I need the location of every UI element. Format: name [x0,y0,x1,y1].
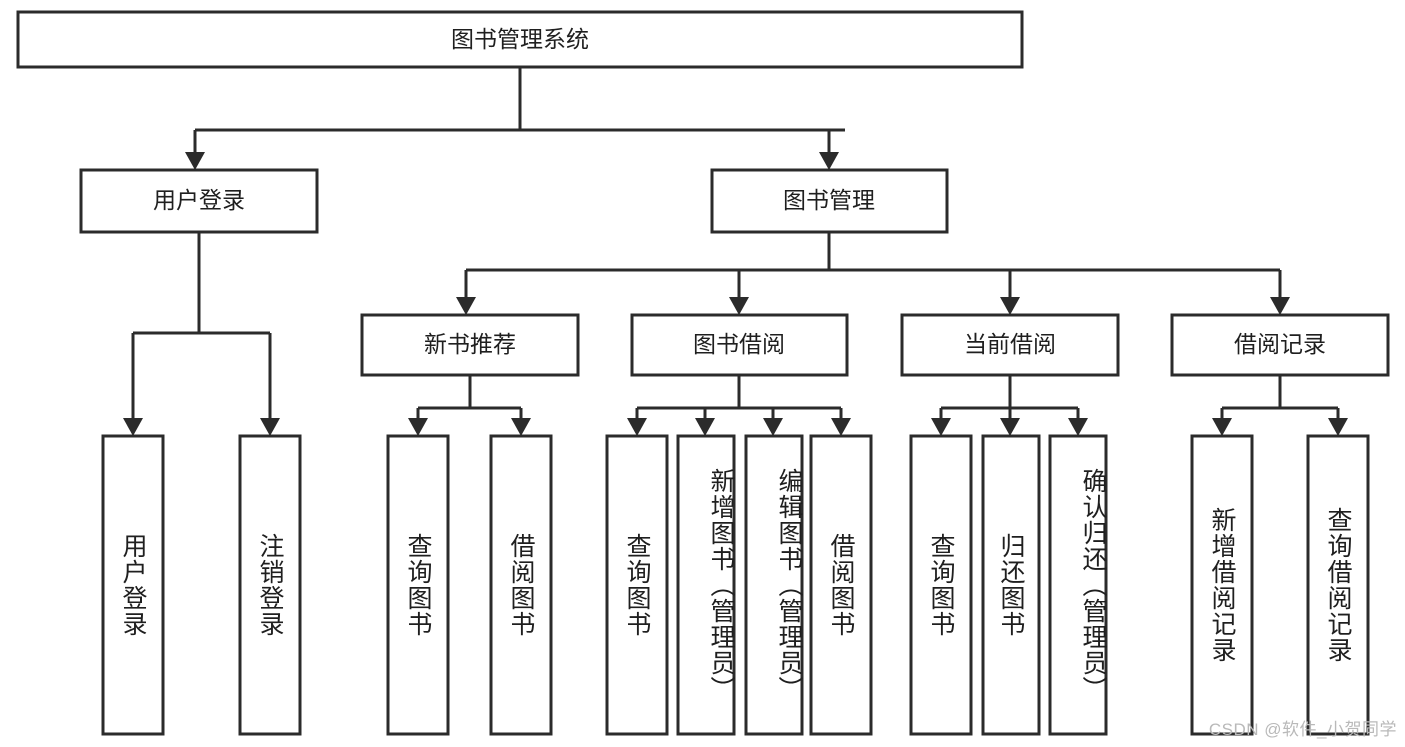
connectors-userlogin-to-leaves [123,232,280,436]
node-user-login[interactable]: 用户登录 [79,168,319,234]
leaf-box[interactable] [809,434,873,736]
connectors-bookborrow-to-leaves [627,375,851,436]
leaf-box[interactable] [386,434,450,736]
leaf-box[interactable] [101,434,165,736]
node-new-book-recommend[interactable]: 新书推荐 [360,313,580,377]
node-new-book-recommend-label: 新书推荐 [424,331,516,357]
leaf-box[interactable] [676,434,736,736]
node-current-borrow[interactable]: 当前借阅 [900,313,1120,377]
leaf-box[interactable] [238,434,302,736]
leaf-box[interactable] [1190,434,1254,736]
leaf-box[interactable] [981,434,1041,736]
leaf-box-group [101,434,1370,736]
node-user-login-label: 用户登录 [153,187,245,213]
leaf-box[interactable] [1048,434,1108,736]
node-borrow-record-label: 借阅记录 [1234,331,1326,357]
connectors-currentborrow-to-leaves [931,375,1088,436]
node-root[interactable]: 图书管理系统 [16,10,1024,69]
connectors-root-to-level2 [185,67,845,170]
connectors-newbook-to-leaves [408,375,531,436]
node-book-management-label: 图书管理 [783,187,875,213]
connectors-borrowrecord-to-leaves [1212,375,1348,436]
connectors-bookmgmt-to-level3 [456,232,1290,315]
node-current-borrow-label: 当前借阅 [964,331,1056,357]
node-book-borrow-label: 图书借阅 [693,331,785,357]
leaf-box[interactable] [744,434,804,736]
node-root-label: 图书管理系统 [451,26,589,52]
watermark: CSDN @软件_小贺同学 [1208,720,1397,739]
node-book-borrow[interactable]: 图书借阅 [630,313,849,377]
leaf-box[interactable] [909,434,973,736]
node-book-management[interactable]: 图书管理 [710,168,949,234]
leaf-box[interactable] [489,434,553,736]
leaf-box[interactable] [605,434,669,736]
node-borrow-record[interactable]: 借阅记录 [1170,313,1390,377]
leaf-box[interactable] [1306,434,1370,736]
